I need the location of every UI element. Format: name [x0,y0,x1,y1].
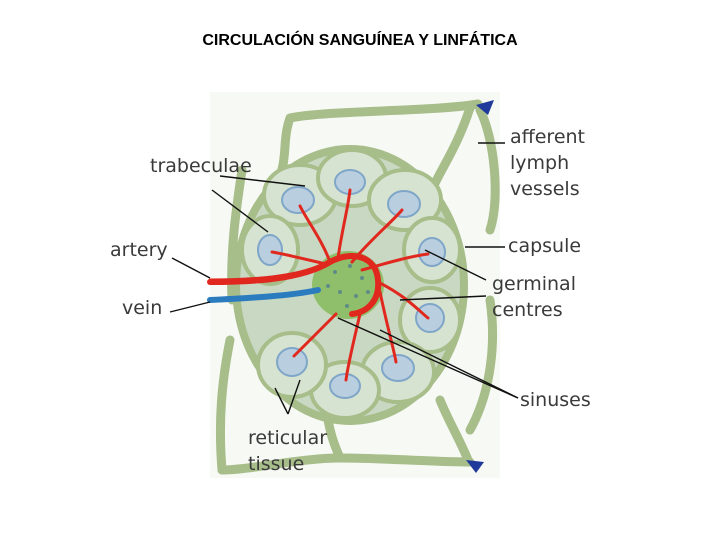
artery [207,253,382,317]
germinal-centre [415,303,445,333]
germinal-centre [381,354,415,382]
label-vein: vein [122,297,162,319]
label-reticular-line2: tissue [248,453,304,475]
germinal-centre [257,234,283,266]
label-reticular-line1: reticular [248,427,327,449]
label-capsule: capsule [508,235,581,257]
label-afferent-line3: vessels [510,178,580,200]
vein [207,287,321,303]
germinal-centre [281,186,315,214]
germinal-centre [329,373,361,399]
label-afferent-line1: afferent [510,126,585,148]
afferent-arrow-top [476,100,494,115]
label-afferent-line2: lymph [510,152,569,174]
leader-lines [169,142,519,415]
label-germinal-line1: germinal [492,273,576,295]
germinal-centre [387,190,421,218]
lymph-node-body [232,145,468,425]
germinal-centre [276,347,308,377]
afferent-arrow-bottom [466,460,484,473]
label-trabeculae: trabeculae [150,155,252,177]
label-germinal-line2: centres [492,299,563,321]
label-sinuses: sinuses [520,389,591,411]
germinal-centre [418,237,446,267]
slide-title: CIRCULACIÓN SANGUÍNEA Y LINFÁTICA [202,32,518,49]
label-artery: artery [110,239,168,261]
